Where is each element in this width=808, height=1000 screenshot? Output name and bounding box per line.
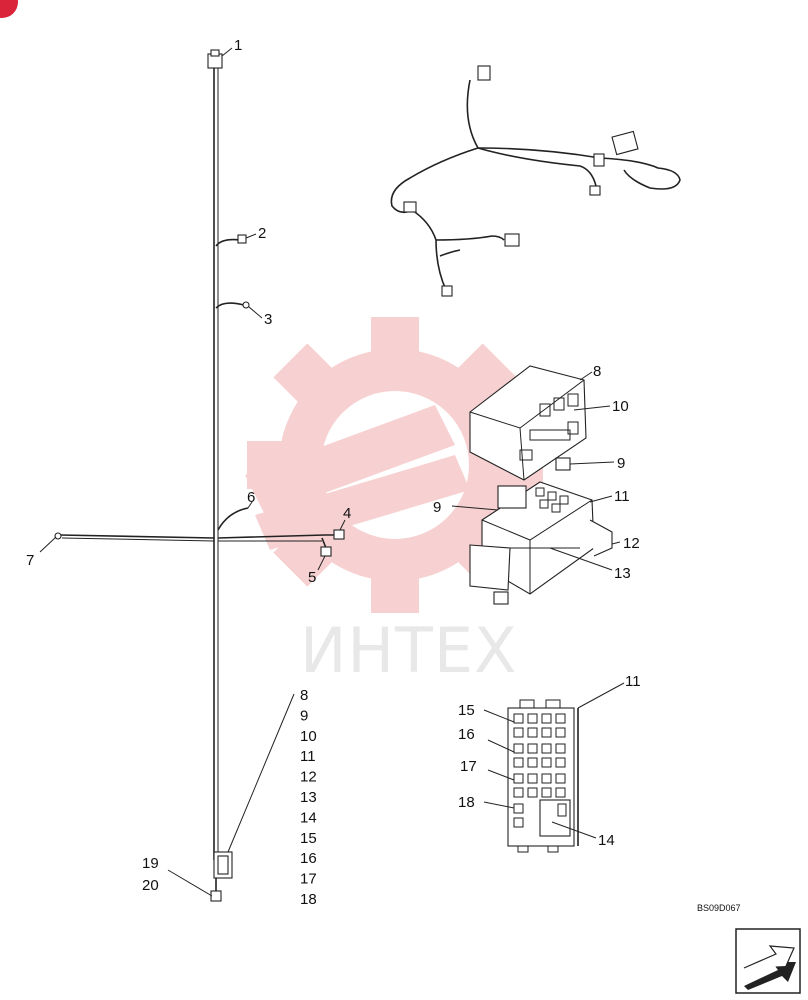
callout-list-item: 18 xyxy=(300,891,317,908)
callout-3: 3 xyxy=(264,311,272,328)
callout-7: 7 xyxy=(26,552,34,569)
arrow-next-icon[interactable] xyxy=(735,928,801,994)
callout-list-item: 17 xyxy=(300,871,317,888)
callout-5: 5 xyxy=(308,569,316,586)
watermark-text: ИНТЕХ xyxy=(300,614,518,687)
callout-list-item: 13 xyxy=(300,789,317,806)
callout-16: 16 xyxy=(458,726,475,743)
callout-list-item: 12 xyxy=(300,769,317,786)
relay-block-detail xyxy=(507,699,579,853)
callout-14: 14 xyxy=(598,832,615,849)
callout-8: 8 xyxy=(593,363,601,380)
callout-9-lower: 9 xyxy=(433,499,441,516)
callout-list-item: 15 xyxy=(300,830,317,847)
callout-10: 10 xyxy=(612,398,629,415)
watermark: ИНТЕХ xyxy=(245,317,543,687)
callout-1: 1 xyxy=(234,37,242,54)
callout-list-item: 16 xyxy=(300,850,317,867)
callout-list-item: 8 xyxy=(300,687,308,704)
drawing-code: BS09D067 xyxy=(697,903,741,913)
callout-4: 4 xyxy=(343,505,351,522)
callout-18: 18 xyxy=(458,794,475,811)
main-harness xyxy=(54,49,345,902)
callout-20: 20 xyxy=(142,877,159,894)
callout-11-box: 11 xyxy=(614,488,630,505)
callout-17: 17 xyxy=(460,758,477,775)
leader-lines xyxy=(39,47,625,897)
callout-15: 15 xyxy=(458,702,475,719)
corner-badge[interactable] xyxy=(0,0,18,18)
cab-harness xyxy=(390,65,681,297)
callout-12: 12 xyxy=(623,535,640,552)
fuse-box-assembly xyxy=(469,365,613,605)
callout-list-item: 10 xyxy=(300,728,317,745)
callout-list-item: 9 xyxy=(300,707,308,724)
callout-13: 13 xyxy=(614,565,631,582)
callout-list-item: 11 xyxy=(300,748,316,765)
callout-19: 19 xyxy=(142,855,159,872)
callout-11-detail: 11 xyxy=(625,673,641,690)
callout-6: 6 xyxy=(247,489,255,506)
callout-9-upper: 9 xyxy=(617,455,625,472)
callout-list: 8 9 10 11 12 13 14 15 16 17 18 xyxy=(300,687,317,908)
callout-list-item: 14 xyxy=(300,809,317,826)
callout-labels: 1 2 3 4 5 6 7 8 10 9 9 11 12 13 11 15 16… xyxy=(26,37,641,894)
callout-2: 2 xyxy=(258,225,266,242)
